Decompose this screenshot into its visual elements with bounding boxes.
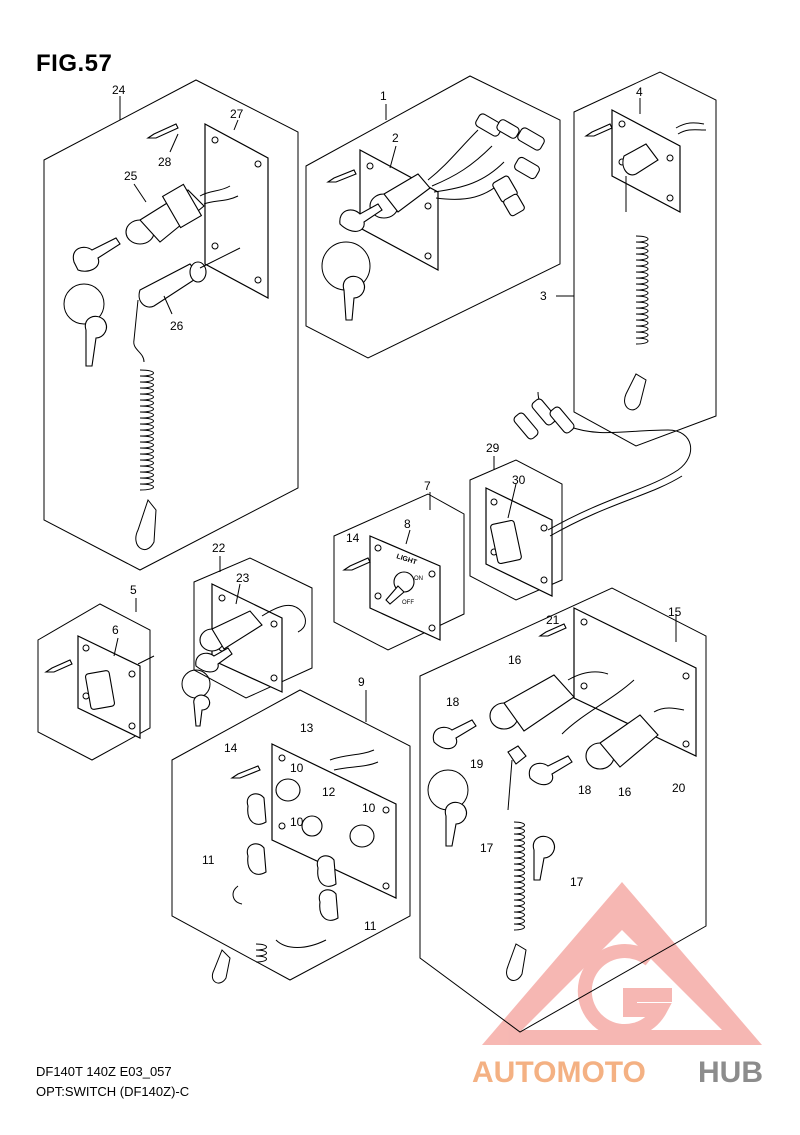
plate-text-off: OFF [402,600,414,606]
callout-22: 22 [212,541,226,555]
callout-28: 28 [158,155,172,169]
assembly-box-24 [43,79,299,571]
assembly-box-5 [37,598,155,761]
callout-7: 7 [424,479,431,493]
footer-model-code: DF140T 140Z E03_057 [36,1064,172,1079]
figure-title: FIG.57 [36,50,113,77]
callout-11-a: 11 [202,853,215,867]
callout-3: 3 [540,289,547,303]
assembly-box-29 [469,391,692,601]
callout-27: 27 [230,107,244,121]
watermark-brand-second: HUB [698,1056,763,1089]
callout-18-a: 18 [446,695,460,709]
callout-10-c: 10 [290,815,304,829]
callout-29: 29 [486,441,500,455]
callout-13: 13 [300,721,314,735]
callout-10-b: 10 [362,801,376,815]
assembly-box-3 [556,71,717,447]
watermark-triangle-inner [522,930,722,1030]
callout-18-b: 18 [578,783,592,797]
watermark-logo [482,882,762,1045]
callout-8: 8 [404,517,411,531]
callout-17-b: 17 [570,875,584,889]
assembly-box-7: LIGHT ON OFF [333,492,465,651]
callout-24: 24 [112,83,126,97]
callout-21: 21 [546,613,560,627]
plate-text-on: ON [414,576,423,582]
callout-15: 15 [668,605,682,619]
callout-30: 30 [512,473,526,487]
callout-9: 9 [358,675,365,689]
footer-section-name: OPT:SWITCH (DF140Z)-C [36,1084,190,1099]
callout-14-b: 14 [224,741,238,755]
callout-14-a: 14 [346,531,360,545]
assembly-box-9 [171,689,411,984]
callout-6: 6 [112,623,119,637]
callout-26: 26 [170,319,184,333]
callout-16-b: 16 [618,785,632,799]
callout-16-a: 16 [508,653,522,667]
callout-2: 2 [392,131,399,145]
assembly-box-1 [305,75,561,359]
callout-19: 19 [470,757,484,771]
watermark-brand-first: AUTOMOTO [472,1056,646,1089]
callout-25: 25 [124,169,138,183]
watermark-g-glyph [577,944,672,1039]
callout-20: 20 [672,781,686,795]
assembly-box-15 [419,587,707,1033]
callout-23: 23 [236,571,250,585]
callout-11-b: 11 [364,919,377,933]
assembly-box-22 [181,556,313,727]
callout-17-a: 17 [480,841,494,855]
callout-10-a: 10 [290,761,304,775]
callout-1: 1 [380,89,387,103]
callout-12: 12 [322,785,336,799]
callout-5: 5 [130,583,137,597]
callout-4: 4 [636,85,643,99]
